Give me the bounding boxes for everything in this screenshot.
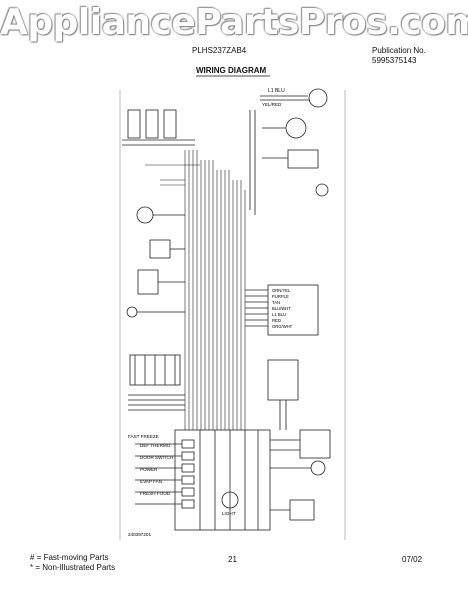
publication-date: 07/02 [402,555,423,564]
power-label: POWER [140,467,158,472]
diagram-code: 240397201 [128,532,151,537]
publication-number: 5995375143 [372,56,417,65]
heater-group [122,109,195,146]
damper [149,239,171,259]
control-board [135,429,331,531]
legend-fast-moving: # = Fast-moving Parts [30,553,109,562]
condenser-fan-motor [285,117,307,139]
color-1: GRN/YEL [272,288,291,293]
legend: # = Fast-moving Parts * = Non-Illustrate… [30,553,115,573]
color-2: PURPLE [272,294,289,299]
color-4: BLU/WHT [272,306,291,311]
publication-label: Publication No. [372,46,426,55]
relay-coil [310,460,326,476]
compressor-relay [315,183,329,197]
color-6: RED [272,318,281,323]
light-bulb [221,491,239,509]
evap-fan-input-label: EVAP FAN [140,479,162,484]
publication-info: Publication No. 5995375143 [372,46,426,66]
sensor-1 [126,306,138,318]
light-label: LIGHT [222,511,236,516]
main-bus [145,150,246,430]
freezer-fan-motor [136,206,154,224]
fast-freeze-label: FAST FREEZE [128,434,159,439]
motor-group [249,88,329,215]
def-thermo-label: DEF THERMO [140,443,171,448]
watermark: AppliancePartsPros.com [0,2,468,43]
switch-block [299,429,331,459]
model-number: PLHS237ZAB4 [192,46,247,55]
color-list: GRN/YEL PURPLE TAN BLU/WHT L1 BLU RED OR… [272,288,293,329]
door-switch-box [289,499,315,521]
dispenser-connector [267,359,299,401]
color-connector [245,284,319,430]
color-7: ORG/WHT [272,324,293,329]
board-labels: FAST FREEZE DEF THERMO DOOR SWITCH POWER… [128,434,236,537]
color-5: L1 BLU [272,312,286,317]
yel-red-label: YEL/RED [262,102,282,107]
left-devices [126,206,185,411]
diagram-title: WIRING DIAGRAM [196,66,267,75]
page-number: 21 [228,555,237,564]
l1-blu-label: L1 BLU [268,88,285,94]
fresh-food-label: FRESH FOOD [140,491,171,496]
evap-fan-motor [308,88,328,108]
color-3: TAN [272,300,280,305]
compressor-box [287,149,319,169]
door-switch-label: DOOR SWITCH [140,455,173,460]
icemaker [137,269,159,295]
legend-non-illustrated: * = Non-Illustrated Parts [30,563,116,572]
